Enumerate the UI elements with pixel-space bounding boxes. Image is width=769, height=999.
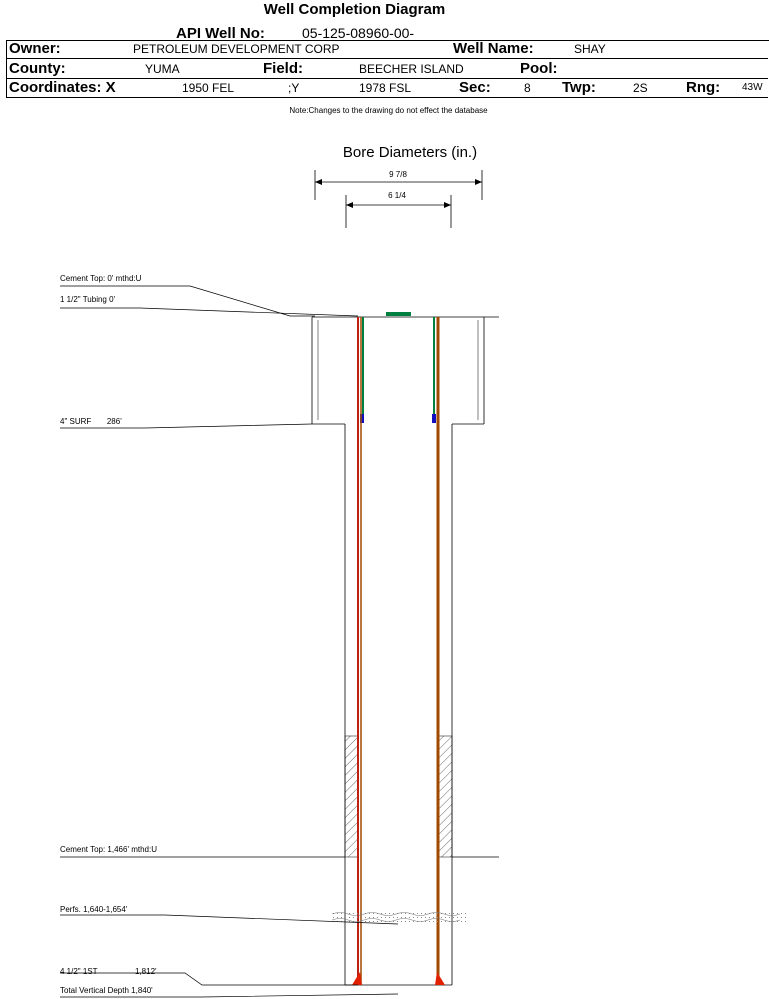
cement-top-prod-label: Cement Top: 1,466' mthd:U xyxy=(60,845,157,854)
prod-casing-leader xyxy=(60,972,358,986)
api-label: API Well No: xyxy=(176,25,265,42)
prod-casing-name-label: 4 1/2" 1ST xyxy=(60,967,98,976)
rng-label: Rng: xyxy=(686,79,721,96)
coordinates-label: Coordinates: X xyxy=(9,79,116,96)
database-note: Note:Changes to the drawing do not effec… xyxy=(289,106,488,115)
bore-inner-label: 6 1/4 xyxy=(388,191,406,200)
county-label: County: xyxy=(9,60,66,77)
cement-top-surface-label: Cement Top: 0' mthd:U xyxy=(60,274,142,283)
header-row-coordinates: Coordinates: X 1950 FEL ;Y 1978 FSL Sec:… xyxy=(6,79,768,98)
header-row-owner: Owner: PETROLEUM DEVELOPMENT CORP Well N… xyxy=(6,40,768,59)
surface-casing-leader xyxy=(60,423,313,429)
api-value: 05-125-08960-00- xyxy=(302,25,415,41)
twp-value: 2S xyxy=(633,81,648,95)
well-name-label: Well Name: xyxy=(453,40,534,57)
tubing-leader xyxy=(60,307,359,317)
well-name-value: SHAY xyxy=(574,42,606,56)
perfs-label: Perfs. 1,640-1,654' xyxy=(60,905,128,914)
page-title: Well Completion Diagram xyxy=(263,1,446,18)
field-label: Field: xyxy=(263,60,303,77)
surface-casing-label: 4" SURF 286' xyxy=(60,417,122,426)
owner-label: Owner: xyxy=(9,40,61,57)
tubing-label: 1 1/2" Tubing 0' xyxy=(60,295,116,304)
field-value: BEECHER ISLAND xyxy=(359,62,464,76)
cement-top-surface-leader xyxy=(60,285,315,317)
perfs-leader xyxy=(60,914,399,925)
bore-outer-label: 9 7/8 xyxy=(389,170,407,179)
sec-value: 8 xyxy=(524,81,531,95)
production-cement-left xyxy=(344,735,359,858)
owner-value: PETROLEUM DEVELOPMENT CORP xyxy=(133,42,340,56)
production-cement-right xyxy=(438,735,453,858)
production-shoe-left xyxy=(352,972,362,985)
coord-y-value: 1978 FSL xyxy=(359,81,412,95)
bore-inner-dimension xyxy=(345,195,452,228)
bore-outer-dimension xyxy=(314,170,483,200)
header-table xyxy=(6,40,769,98)
perforations xyxy=(331,912,469,922)
twp-label: Twp: xyxy=(562,79,596,96)
prod-casing-depth-label: 1,812' xyxy=(135,967,157,976)
coord-y-label: ;Y xyxy=(288,81,300,95)
sec-label: Sec: xyxy=(459,79,491,96)
production-shoe-right xyxy=(435,972,445,985)
tvd-label: Total Vertical Depth 1,840' xyxy=(60,986,153,995)
bore-diameters-title: Bore Diameters (in.) xyxy=(343,144,477,161)
tvd-leader xyxy=(60,993,399,998)
surface-shoe-left xyxy=(360,414,364,423)
production-hole xyxy=(344,424,453,986)
surface-shoe-right xyxy=(432,414,436,423)
surface-hole xyxy=(311,316,499,425)
header-row-county: County: YUMA Field: BEECHER ISLAND Pool: xyxy=(6,60,768,79)
county-value: YUMA xyxy=(145,62,180,76)
wellhead-cap xyxy=(386,312,411,316)
pool-label: Pool: xyxy=(520,60,558,77)
coord-x-value: 1950 FEL xyxy=(182,81,235,95)
rng-value: 43W xyxy=(742,82,763,93)
